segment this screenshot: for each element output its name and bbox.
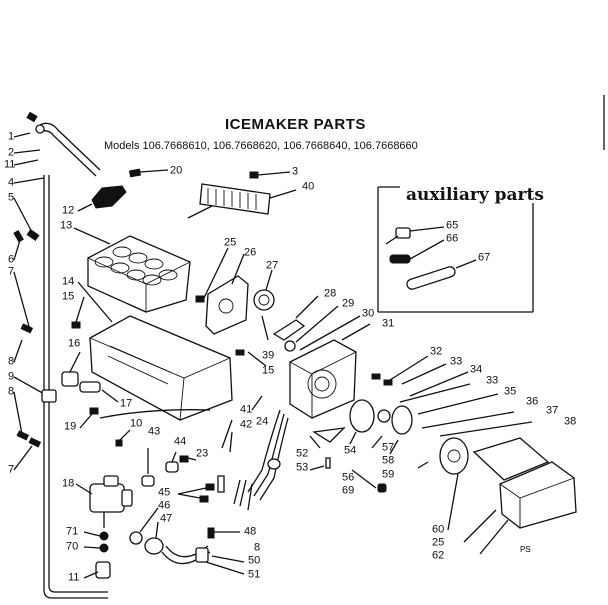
part-label: 32 [430,345,443,358]
part-label: 58 [382,454,395,467]
part-label: 47 [160,512,173,525]
part-label: 17 [120,397,133,410]
part-label: 12 [62,204,75,217]
part-label: 6 [8,253,15,266]
part-label: 4 [8,176,15,189]
part-label: 16 [68,337,81,350]
part-label: 36 [526,395,539,408]
part-label: 35 [504,385,517,398]
part-label: 7 [8,265,15,278]
part-label: 33 [450,355,463,368]
part-label: 15 [262,364,275,377]
part-label: 69 [342,484,355,497]
part-label: 29 [342,297,355,310]
center-parts-icon [309,427,387,493]
fitting-65-icon [385,226,445,245]
part-label: 71 [66,525,79,538]
parts-16-17-19-icon [61,351,211,429]
part-label: 26 [244,246,257,259]
part-label: 2 [8,146,15,159]
housing-31-icon [235,295,371,419]
part-label: 3 [292,165,299,178]
part-label: 48 [244,525,257,538]
part-label: 1 [8,130,15,143]
part-label: 13 [60,219,73,232]
part-label: 33 [486,374,499,387]
auxiliary-parts-title: auxiliary parts [406,185,544,205]
part-label: 67 [478,251,491,264]
footer-mark: PS [520,545,531,554]
part-label: 39 [262,349,275,362]
part-label: 46 [158,499,171,512]
part-label: 20 [170,164,183,177]
part-label: 7 [8,463,15,476]
tube-67-icon [406,259,477,290]
part-label: 70 [66,540,79,553]
part-label: 54 [344,444,357,457]
part-label: 41 [240,403,253,416]
part-label: 59 [382,468,395,481]
water-valve-18-icon [75,429,245,579]
part-label: 51 [248,568,261,581]
part-label: 60 [432,523,445,536]
part-label: 38 [564,415,577,428]
auxiliary-parts-box [377,186,534,313]
part-label: 65 [446,219,459,232]
part-label: 23 [196,447,209,460]
part-label: 45 [158,486,171,499]
part-label: 15 [62,290,75,303]
part-label: 11 [4,158,16,171]
part-label: 42 [240,418,253,431]
part-label: 14 [62,275,75,288]
ice-mold-13-icon [73,227,229,313]
part-label: 43 [148,425,161,438]
part-label: 9 [8,370,15,383]
part-label: 31 [382,317,395,330]
part-label: 50 [248,554,261,567]
part-label: 62 [432,549,445,562]
part-label: 53 [296,461,309,474]
part-label: 18 [62,477,75,490]
part-label: 5 [8,191,15,204]
part-label: 40 [302,180,315,193]
part-label: 27 [266,259,279,272]
part-label: 37 [546,404,559,417]
part-label: 25 [432,536,445,549]
bracket-12-icon [77,168,169,212]
part-label: 30 [362,307,375,320]
part-label: 56 [342,471,355,484]
coupling-66-icon [389,239,445,264]
bearing-26-icon [205,253,275,335]
models-line: Models 106.7668610, 106.7668620, 106.766… [104,140,418,152]
part-label: 8 [254,541,261,554]
part-label: 11 [68,571,80,584]
part-label: 8 [8,355,15,368]
part-label: 10 [130,417,143,430]
part-label: 57 [382,441,395,454]
part-label: 8 [8,385,15,398]
part-label: 34 [470,363,483,376]
motor-assembly-icon: PS [349,355,577,555]
part-label: 44 [174,435,187,448]
part-label: 28 [324,287,337,300]
wiring-harness-icon [207,395,289,539]
part-label: 19 [64,420,77,433]
support-14-icon [71,281,233,421]
part-label: 24 [256,415,269,428]
part-label: 25 [224,236,237,249]
part-40-icon [187,171,297,219]
part-label: 66 [446,232,459,245]
diagram-title: ICEMAKER PARTS [225,116,366,133]
fill-tube-assembly [13,111,108,599]
part-label: 52 [296,447,309,460]
